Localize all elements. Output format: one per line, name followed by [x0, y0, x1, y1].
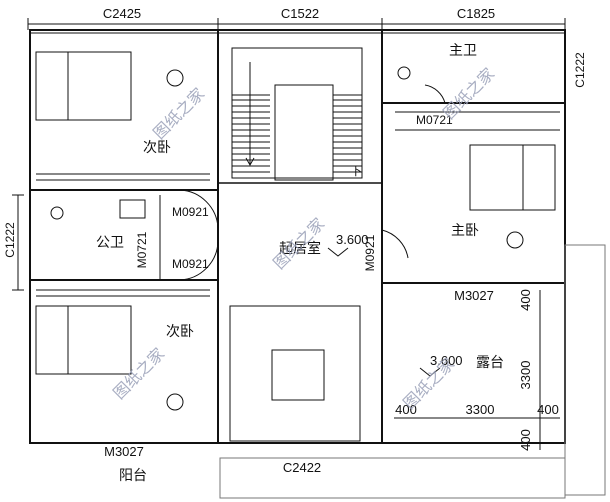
- dim-3300-h: 3300: [466, 402, 495, 417]
- window-code-top-right: C1825: [457, 6, 495, 21]
- door-code-m0721-top: M0721: [416, 113, 453, 127]
- room-bedroom-top-left: 次卧: [143, 140, 171, 156]
- door-code-m0921-right: M0921: [363, 234, 377, 271]
- window-code-top-left: C2425: [103, 6, 141, 21]
- room-living: 起居室: [279, 240, 321, 257]
- dim-400-c: 400: [395, 402, 417, 417]
- room-master-bath: 主卫: [449, 43, 477, 59]
- room-bedroom-bottom-left: 次卧: [166, 324, 194, 340]
- dim-400-b: 400: [518, 429, 533, 451]
- window-code-left-side: C1222: [3, 222, 17, 258]
- door-code-m0721-left: M0721: [135, 231, 149, 268]
- dim-400-d: 400: [537, 402, 559, 417]
- dim-3300-v: 3300: [518, 361, 533, 390]
- door-code-m3027-right: M3027: [454, 288, 494, 303]
- watermark: 图纸之家: [109, 344, 168, 403]
- stair-down-label: 下: [350, 164, 362, 178]
- room-master-bed: 主卧: [451, 223, 479, 239]
- room-terrace: 露台: [476, 355, 504, 371]
- door-code-m3027-bottom: M3027: [104, 444, 144, 459]
- window-code-top-mid: C1522: [281, 6, 319, 21]
- room-public-bath: 公卫: [96, 235, 124, 251]
- watermark: 图纸之家: [149, 84, 208, 143]
- door-code-m0921-upper: M0921: [172, 205, 209, 219]
- level-terrace: 3.600: [430, 353, 463, 368]
- level-living: 3.600: [336, 232, 369, 247]
- room-balcony: 阳台: [119, 468, 147, 484]
- window-code-bottom: C2422: [283, 460, 321, 475]
- dim-400-a: 400: [518, 289, 533, 311]
- door-code-m0921-lower: M0921: [172, 257, 209, 271]
- window-code-right-side: C1222: [573, 52, 587, 88]
- watermark: 图纸之家: [399, 354, 458, 413]
- watermark: 图纸之家: [439, 64, 498, 123]
